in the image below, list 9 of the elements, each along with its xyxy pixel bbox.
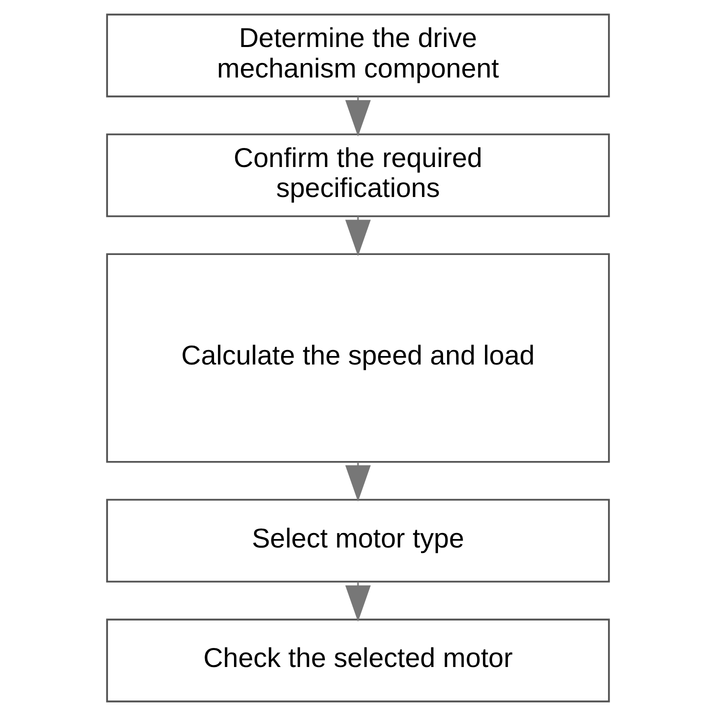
- node-box: Determine the drive mechanism component: [106, 14, 610, 98]
- arrow: [344, 582, 370, 622]
- arrow: [344, 96, 370, 137]
- arrow: [344, 462, 370, 502]
- node-box: Check the selected motor: [106, 618, 610, 702]
- node-box: Calculate the speed and load: [106, 253, 610, 463]
- arrow: [344, 216, 370, 256]
- node-box: Select motor type: [106, 498, 610, 583]
- node-box: Confirm the required specifications: [106, 133, 610, 218]
